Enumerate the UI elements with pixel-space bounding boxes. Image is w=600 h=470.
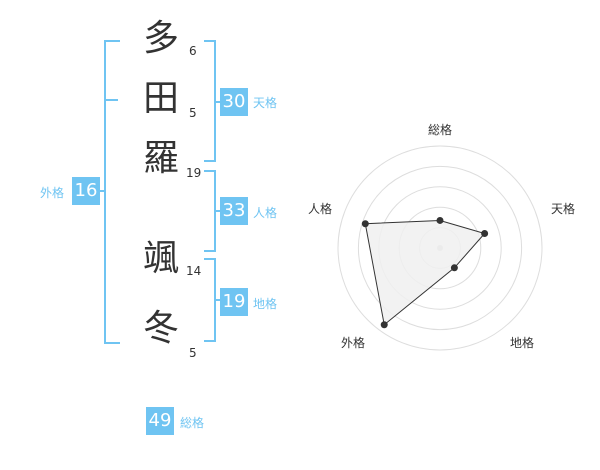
stroke-count-1: 6	[189, 44, 197, 58]
tenkaku-score: 30	[220, 88, 248, 116]
chikaku-score: 19	[220, 288, 248, 316]
soukaku-score: 49	[146, 407, 174, 435]
stroke-count-3: 19	[186, 166, 202, 180]
stroke-count-5: 5	[189, 346, 197, 360]
gaikaku-bracket	[104, 40, 120, 344]
jinkaku-score: 33	[220, 197, 248, 225]
radar-point-4	[380, 321, 388, 329]
radar-ring	[357, 165, 523, 331]
tenkaku-connector	[214, 101, 220, 103]
radar-axis-label-tenkaku: 天格	[551, 202, 576, 216]
radar-axis-label-chikaku: 地格	[510, 336, 535, 350]
tenkaku-label: 天格	[253, 96, 278, 110]
radar-point-2	[481, 230, 489, 238]
jinkaku-connector	[214, 210, 220, 212]
radar-axis-label-jinkaku: 人格	[308, 202, 333, 216]
radar-point-1	[436, 216, 444, 224]
name-char-5: 冬	[142, 308, 179, 349]
soukaku-label: 総格	[180, 416, 205, 430]
radar-ring	[337, 145, 543, 351]
stroke-count-2: 5	[189, 106, 197, 120]
radar-point-3	[450, 264, 458, 272]
radar-axis-label-gaikaku: 外格	[341, 336, 366, 350]
gaikaku-score: 16	[72, 177, 100, 205]
radar-point-5	[361, 220, 369, 228]
chikaku-connector	[214, 299, 220, 301]
stroke-count-4: 14	[186, 264, 202, 278]
gaikaku-label: 外格	[40, 186, 65, 200]
radar-chart	[337, 145, 543, 351]
name-char-1: 多	[142, 18, 179, 59]
name-char-2: 田	[142, 78, 179, 119]
chikaku-label: 地格	[253, 297, 278, 311]
radar-polygon	[364, 219, 486, 326]
jinkaku-label: 人格	[253, 206, 278, 220]
name-char-3: 羅	[142, 138, 179, 179]
gaikaku-bracket-divider	[104, 99, 118, 101]
radar-axis-label-soukaku: 総格	[428, 123, 453, 137]
name-char-4: 颯	[142, 238, 179, 279]
gaikaku-connector	[98, 190, 104, 192]
